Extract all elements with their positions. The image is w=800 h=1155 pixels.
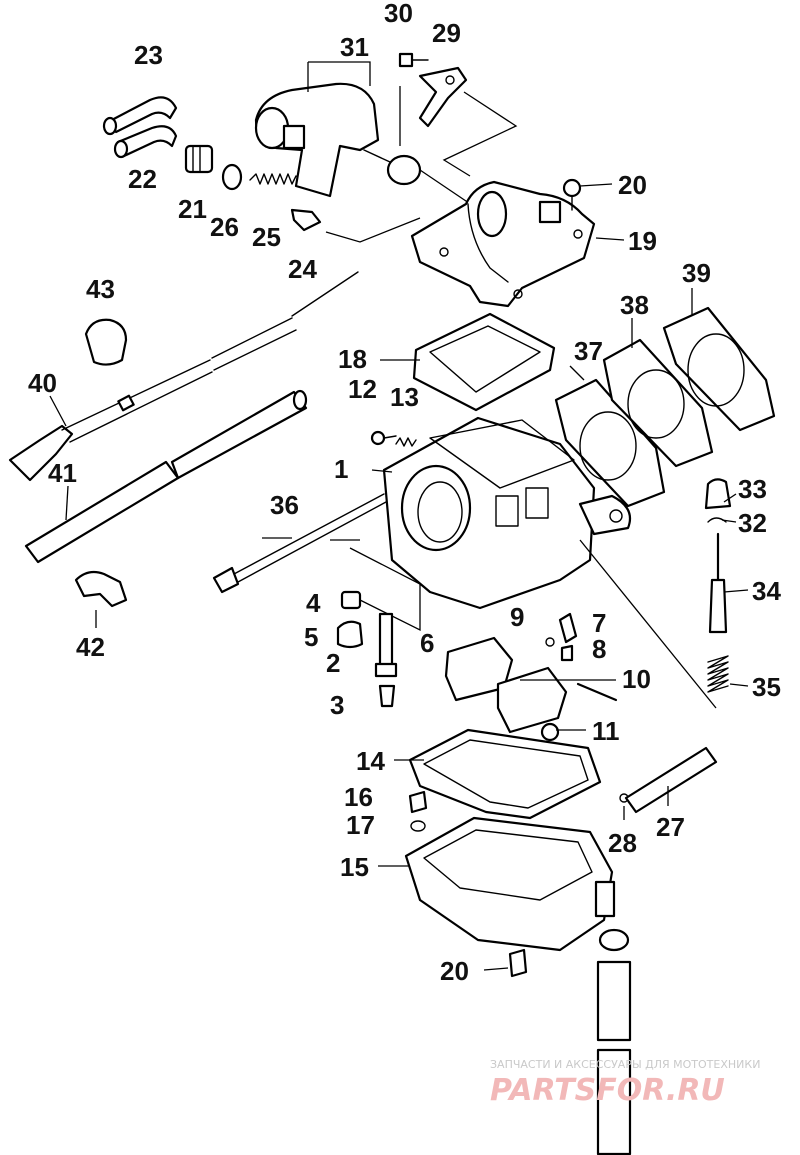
part-31-valve-assembly [254,82,422,198]
label-3: 3 [330,690,344,720]
label-27: 27 [656,812,685,842]
label-32: 32 [738,508,767,538]
part-26-oring [221,163,243,191]
part-8-seat [560,644,574,662]
label-25: 25 [252,222,281,252]
label-30: 30 [384,0,413,28]
label-19: 19 [628,226,657,256]
label-13: 13 [390,382,419,412]
label-21: 21 [178,194,207,224]
part-4-cap [340,590,362,610]
part-7-needle [558,612,578,644]
part-15-float-bowl [404,816,630,952]
label-34: 34 [752,576,781,606]
part-39-gasket [662,306,776,432]
label-40: 40 [28,368,57,398]
label-43: 43 [86,274,115,304]
part-43-cap [84,318,128,366]
label-39: 39 [682,258,711,288]
part-36-long-screw [212,493,387,594]
part-33-cap [704,478,732,510]
label-12: 12 [348,374,377,404]
part-27-tube [624,746,718,814]
label-20: 20 [618,170,647,200]
label-42: 42 [76,632,105,662]
label-31: 31 [340,32,369,62]
label-14: 14 [356,746,385,776]
part-30-screw [398,52,429,68]
label-6: 6 [420,628,434,658]
drain-hose [596,960,632,1155]
part-23-elbow-hose [102,96,178,136]
part-25-spring [249,173,297,185]
label-37: 37 [574,336,603,366]
part-34-jet-needle [708,532,728,634]
part-20-screw-top [562,178,582,211]
part-6-float [444,636,568,734]
part-10-pin [576,682,618,702]
part-13-screw-spring [395,437,417,447]
label-16: 16 [344,782,373,812]
label-8: 8 [592,634,606,664]
part-14-gasket [408,728,602,820]
part-17-washer [410,820,426,832]
label-38: 38 [620,290,649,320]
label-26: 26 [210,212,239,242]
label-18: 18 [338,344,367,374]
part-20-screw-bottom [508,948,528,978]
part-2-emulsion-tube [374,612,398,678]
label-15: 15 [340,852,369,882]
label-41: 41 [48,458,77,488]
label-29: 29 [432,18,461,48]
part-41-rod [24,389,308,564]
part-21-fitting [184,144,214,174]
label-23: 23 [134,40,163,70]
watermark-tagline: ЗАПЧАСТИ И АКСЕССУАРЫ ДЛЯ МОТОТЕХНИКИ [490,1058,760,1071]
label-24: 24 [288,254,317,284]
label-11: 11 [592,716,620,746]
label-9: 9 [510,602,524,632]
part-11-screw [540,722,560,742]
part-40-choke-cable [8,271,359,482]
label-22: 22 [128,164,157,194]
part-29-bracket [418,66,468,128]
label-1: 1 [334,454,348,484]
label-4: 4 [306,588,321,618]
label-5: 5 [304,622,318,652]
part-24-needle [290,208,322,232]
part-42-clip [74,570,128,608]
label-36: 36 [270,490,299,520]
part-9-clip [545,637,555,647]
part-35-spring [707,655,729,693]
part-22-elbow-hose [113,125,178,159]
label-17: 17 [346,810,375,840]
label-2: 2 [326,648,340,678]
part-16-screw [408,790,428,814]
part-38-gasket [602,338,714,468]
label-10: 10 [622,664,651,694]
part-19-cover [410,180,596,308]
part-12-screw [370,430,397,446]
part-1-carburetor-body [382,416,632,610]
part-5-cap [336,620,364,649]
label-20-bottom: 20 [440,956,469,986]
label-35: 35 [752,672,781,702]
watermark-brand: PARTSFOR.RU [490,1073,725,1108]
part-3-jet [378,684,396,708]
label-28: 28 [608,828,637,858]
part-18-gasket [412,312,556,412]
label-7: 7 [592,608,606,638]
label-33: 33 [738,474,767,504]
part-37-gasket [554,378,666,508]
